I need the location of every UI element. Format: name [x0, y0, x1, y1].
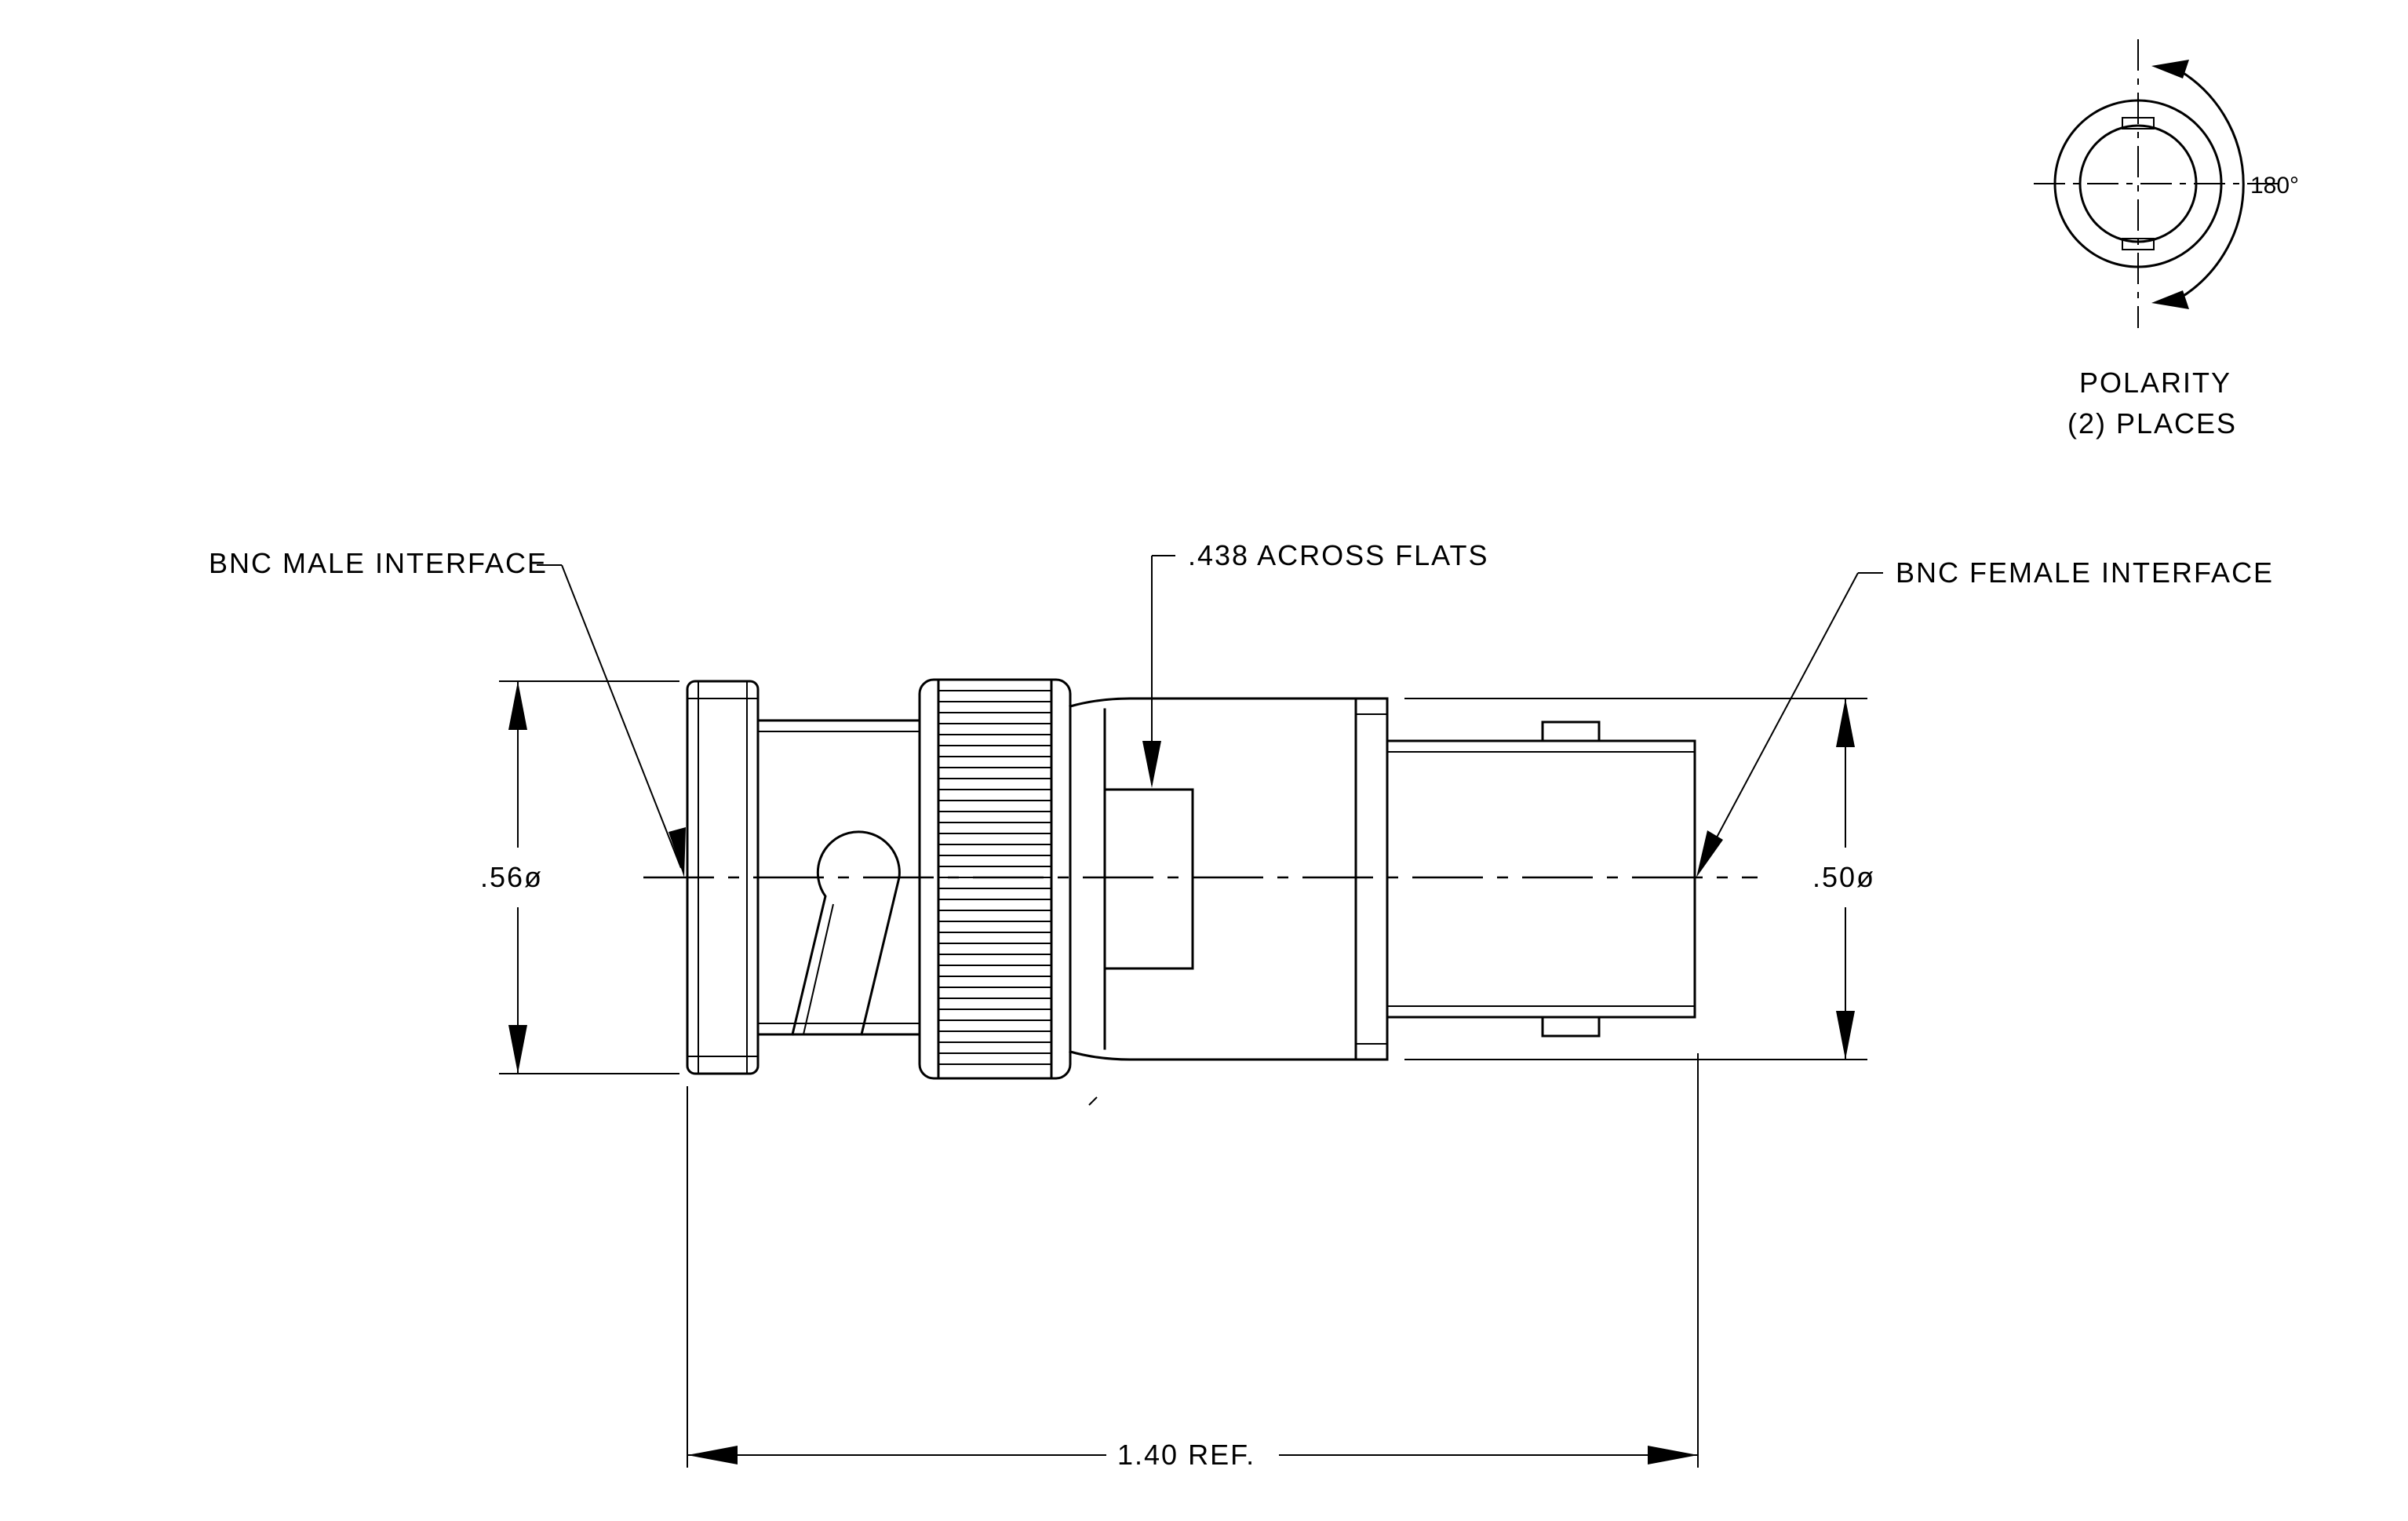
- bayonet-pin-top: [1541, 720, 1601, 742]
- connector-body: [643, 678, 1758, 1106]
- female-flange: [1354, 697, 1389, 1061]
- callout-bnc-male: BNC MALE INTERFACE: [209, 547, 686, 877]
- dim-050: .50ø: [1404, 698, 1875, 1060]
- polarity-arrow-top: [2151, 60, 2189, 78]
- callout-across-flats-label: .438 ACROSS FLATS: [1188, 539, 1488, 571]
- knurled-nut: [918, 678, 1072, 1080]
- dim-056: .56ø: [480, 680, 679, 1074]
- dim-140: 1.40 REF.: [687, 1053, 1699, 1471]
- callout-bnc-female: BNC FEMALE INTERFACE: [1696, 556, 2274, 877]
- polarity-rotation-arc: [2177, 68, 2245, 301]
- hex-flat: [1103, 788, 1194, 970]
- polarity-angle-label: 180°: [2250, 173, 2299, 199]
- polarity-view: 180° POLARITY (2) PLACES: [2034, 39, 2299, 440]
- bayonet-slot: [791, 830, 901, 1036]
- female-barrel: [1386, 720, 1696, 1038]
- male-barrel: [756, 719, 921, 1036]
- bayonet-pin-bottom: [1541, 1016, 1601, 1038]
- callout-bnc-male-label: BNC MALE INTERFACE: [209, 547, 548, 579]
- polarity-arrow-bottom: [2151, 290, 2189, 309]
- dim-056-label: .56ø: [480, 861, 543, 893]
- polarity-label-line2: (2) PLACES: [2067, 407, 2237, 440]
- hex-body: [1103, 697, 1357, 1061]
- callout-across-flats: .438 ACROSS FLATS: [1142, 539, 1488, 788]
- dim-140-label: 1.40 REF.: [1117, 1439, 1255, 1471]
- male-coupling-ring: [686, 680, 760, 1075]
- polarity-label-line1: POLARITY: [2079, 367, 2231, 399]
- dim-050-label: .50ø: [1812, 861, 1875, 893]
- shoulder: [1069, 697, 1131, 1061]
- callout-bnc-female-label: BNC FEMALE INTERFACE: [1896, 556, 2274, 589]
